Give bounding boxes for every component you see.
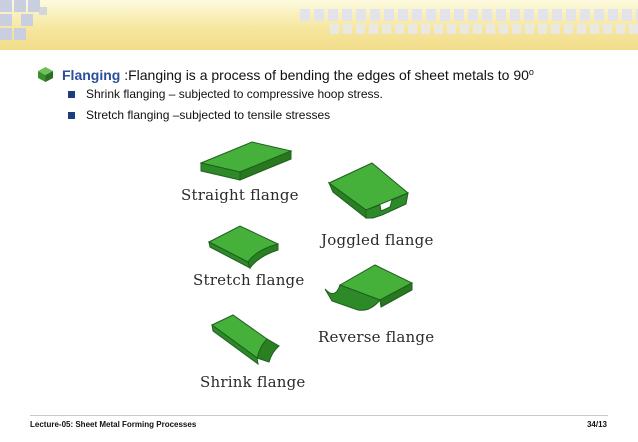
deco-square	[0, 0, 12, 12]
header-pattern	[330, 24, 638, 34]
joggled-flange-shape	[327, 162, 409, 220]
stretch-flange-shape	[207, 225, 280, 270]
deco-square	[14, 28, 26, 40]
label-reverse-flange: Reverse flange	[318, 328, 435, 346]
bullet-shrink: Shrink flanging – subjected to compressi…	[86, 87, 383, 101]
square-bullet-icon	[68, 112, 75, 119]
deco-square	[21, 14, 33, 26]
deco-square	[39, 7, 47, 15]
label-shrink-flange: Shrink flange	[200, 373, 306, 391]
label-joggled-flange: Joggled flange	[321, 231, 434, 249]
deco-square	[28, 0, 40, 12]
degree-symbol: o	[528, 67, 534, 77]
reverse-flange-shape	[324, 264, 414, 311]
footer-page-number: 34/13	[586, 420, 607, 429]
cube-bullet-icon	[38, 67, 53, 82]
main-bullet-text: Flanging :Flanging is a process of bendi…	[62, 67, 534, 83]
deco-square	[0, 28, 12, 40]
label-straight-flange: Straight flange	[181, 186, 299, 204]
shrink-flange-shape	[211, 314, 280, 366]
keyword: Flanging	[62, 67, 121, 83]
footer-lecture: Lecture-05: Sheet Metal Forming Processe…	[30, 420, 197, 429]
label-stretch-flange: Stretch flange	[193, 271, 305, 289]
square-bullet-icon	[68, 91, 75, 98]
deco-square	[0, 14, 12, 26]
bullet-stretch: Stretch flanging –subjected to tensile s…	[86, 108, 331, 122]
deco-square	[14, 0, 26, 12]
straight-flange-shape	[199, 141, 293, 181]
definition: :Flanging is a process of bending the ed…	[124, 67, 529, 83]
header-pattern	[300, 9, 638, 21]
footer-divider	[30, 415, 608, 416]
